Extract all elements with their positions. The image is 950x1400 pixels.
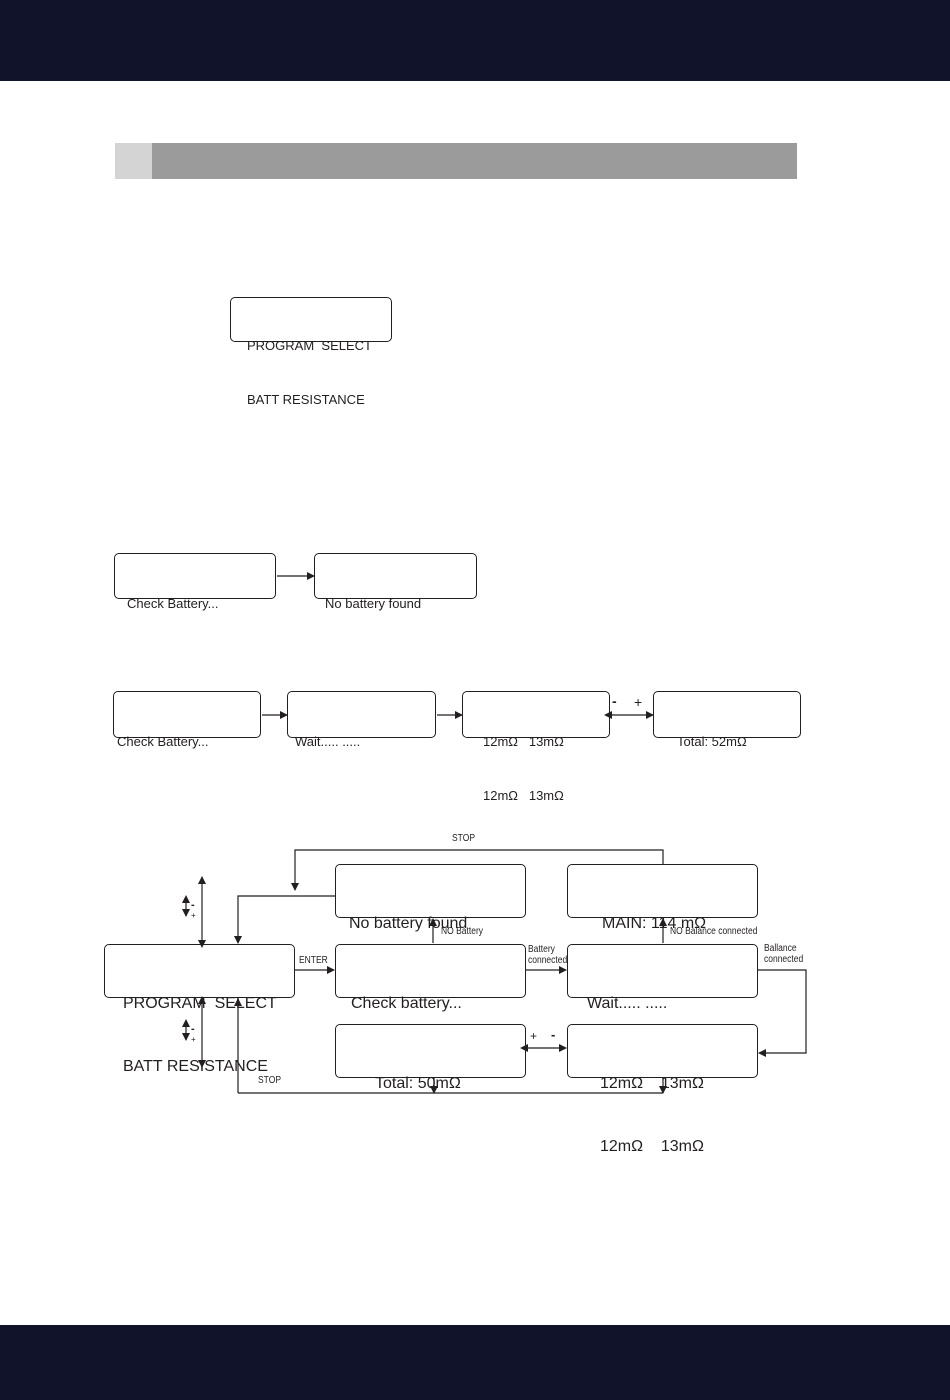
header-bar <box>0 0 950 81</box>
program-select-display: PROGRAM SELECT BATT RESISTANCE <box>230 297 392 407</box>
no-battery-found-box: No battery found <box>335 864 526 932</box>
stop-label-top: STOP <box>452 833 475 844</box>
program-select-box: PROGRAM SELECT BATT RESISTANCE <box>104 944 295 1075</box>
no-battery-found-text: No battery found <box>325 596 422 611</box>
arrow-nobattery-to-program <box>234 895 335 944</box>
total-resistance-text: Total: 52mΩ <box>677 734 747 749</box>
section-number-tab <box>115 143 152 179</box>
wait-text: Wait..... ..... <box>295 734 361 749</box>
main-resistance-box: MAIN: 114 mΩ <box>567 864 758 932</box>
total-box-text: Total: 50mΩ <box>375 1075 461 1092</box>
total-box: Total: 50mΩ <box>335 1024 526 1092</box>
wait-box-text: Wait..... ..... <box>587 995 668 1012</box>
program-select-line1: PROGRAM SELECT <box>247 338 372 353</box>
check-battery-text: Check Battery... <box>127 596 219 611</box>
no-balance-label: NO Balance connected <box>670 926 758 937</box>
cell-resistance-row2: 12mΩ 13mΩ <box>483 788 564 803</box>
plus-key-label: + <box>634 694 643 710</box>
no-battery-label: NO Battery <box>441 926 484 937</box>
check-battery-display: Check Battery... <box>114 553 276 611</box>
nav-minus-label-2: - <box>191 1023 195 1035</box>
cell-resistance-box-row1: 12mΩ 13mΩ <box>600 1075 704 1092</box>
no-battery-found-box-text: No battery found <box>349 915 468 932</box>
balance-connected-label-1: Ballance <box>764 943 797 954</box>
main-resistance-text: MAIN: 114 mΩ <box>602 915 707 932</box>
wait-box: Wait..... ..... <box>567 944 758 1012</box>
program-select-box-line2: BATT RESISTANCE <box>123 1058 268 1075</box>
nav-plus-label-2: + <box>191 1035 196 1044</box>
stop-loop-top <box>291 849 664 891</box>
cell-resistance-row1: 12mΩ 13mΩ <box>483 734 564 749</box>
section-title-bar <box>115 143 797 179</box>
check-battery-box-text: Check battery... <box>351 995 462 1012</box>
program-select-line2: BATT RESISTANCE <box>247 392 365 407</box>
battery-connected-label-1: Battery <box>528 944 555 955</box>
program-select-box-line1: PROGRAM SELECT <box>123 995 277 1012</box>
no-battery-found-display: No battery found <box>314 553 477 611</box>
cell-resistance-box-row2: 12mΩ 13mΩ <box>600 1138 704 1155</box>
check-battery-box: Check battery... <box>335 944 526 1012</box>
nav-minus-label-1: - <box>191 899 195 911</box>
nav-plus-label-1: + <box>191 911 196 920</box>
enter-label: ENTER <box>299 955 328 966</box>
total-resistance-display: Total: 52mΩ <box>653 691 801 749</box>
wait-display: Wait..... ..... <box>287 691 436 749</box>
minus-key-label: - <box>612 693 617 709</box>
minus-label: - <box>551 1027 556 1042</box>
cell-resistance-display: 12mΩ 13mΩ 12mΩ 13mΩ <box>462 691 610 803</box>
check-battery-text-2: Check Battery... <box>117 734 209 749</box>
stop-label-bottom: STOP <box>258 1075 281 1086</box>
battery-connected-label-2: connected <box>528 955 568 966</box>
cell-resistance-box: 12mΩ 13mΩ 12mΩ 13mΩ <box>567 1024 758 1155</box>
footer-bar <box>0 1325 950 1400</box>
balance-connected-label-2: connected <box>764 954 804 965</box>
plus-label: + <box>530 1029 538 1043</box>
arrow-balance-connected <box>758 969 807 1057</box>
check-battery-display-2: Check Battery... <box>113 691 261 749</box>
